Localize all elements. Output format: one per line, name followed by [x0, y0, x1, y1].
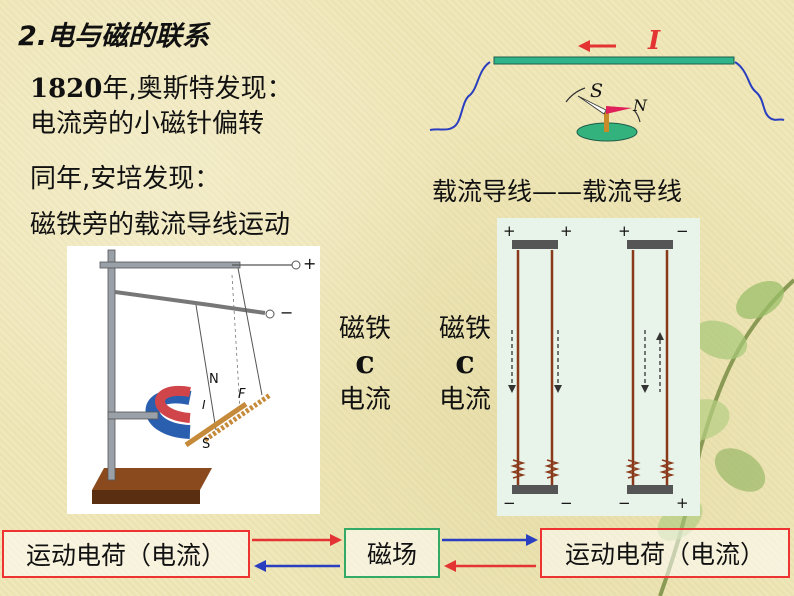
oersted-line-2: 电流旁的小磁针偏转	[30, 109, 265, 139]
relation-left-bottom: 电流	[338, 385, 391, 415]
relation-right: 磁铁 c 电流	[430, 308, 500, 416]
oersted-line-1-rest: 年,奥斯特发现：	[102, 74, 293, 104]
current-label: I	[648, 26, 661, 56]
wire2-bottom-minus: −	[618, 494, 631, 512]
wire2-bottom-plus: +	[676, 494, 689, 512]
wires-label: 载流导线——载流导线	[432, 177, 683, 206]
oersted-line-1: 1820年,奥斯特发现：	[30, 68, 293, 105]
ampere-line-1: 同年,安培发现：	[30, 164, 221, 194]
relation-left-symbol: c	[355, 343, 375, 381]
compass-south-label: S	[590, 80, 604, 102]
apparatus-plus: +	[303, 254, 317, 273]
wire2-top-plus: +	[618, 222, 631, 240]
apparatus-current: I	[202, 398, 206, 412]
apparatus-force: F	[238, 387, 246, 402]
wire1-bottom-minus-left: −	[503, 494, 516, 512]
relation-right-top: 磁铁	[438, 314, 491, 344]
oersted-year: 1820	[30, 74, 103, 104]
apparatus-minus: −	[280, 303, 294, 322]
relation-right-bottom: 电流	[438, 385, 491, 415]
wire1-bottom-minus-right: −	[560, 494, 573, 512]
wire2-top-minus: −	[676, 222, 689, 240]
relation-left-top: 磁铁	[338, 314, 391, 344]
moving-charge-left-box: 运动电荷（电流）	[2, 530, 250, 578]
apparatus-north: N	[209, 372, 219, 387]
relation-left: 磁铁 c 电流	[330, 308, 400, 416]
ampere-line-2: 磁铁旁的载流导线运动	[30, 210, 291, 240]
relation-right-symbol: c	[455, 343, 475, 381]
wire1-top-plus-right: +	[560, 222, 573, 240]
moving-charge-right-box: 运动电荷（电流）	[540, 528, 790, 578]
apparatus-south: S	[202, 437, 211, 452]
wire1-top-plus-left: +	[503, 222, 516, 240]
page-title: 2.电与磁的联系	[18, 21, 210, 52]
compass-north-label: N	[633, 96, 647, 115]
magnetic-field-box: 磁场	[344, 528, 440, 578]
